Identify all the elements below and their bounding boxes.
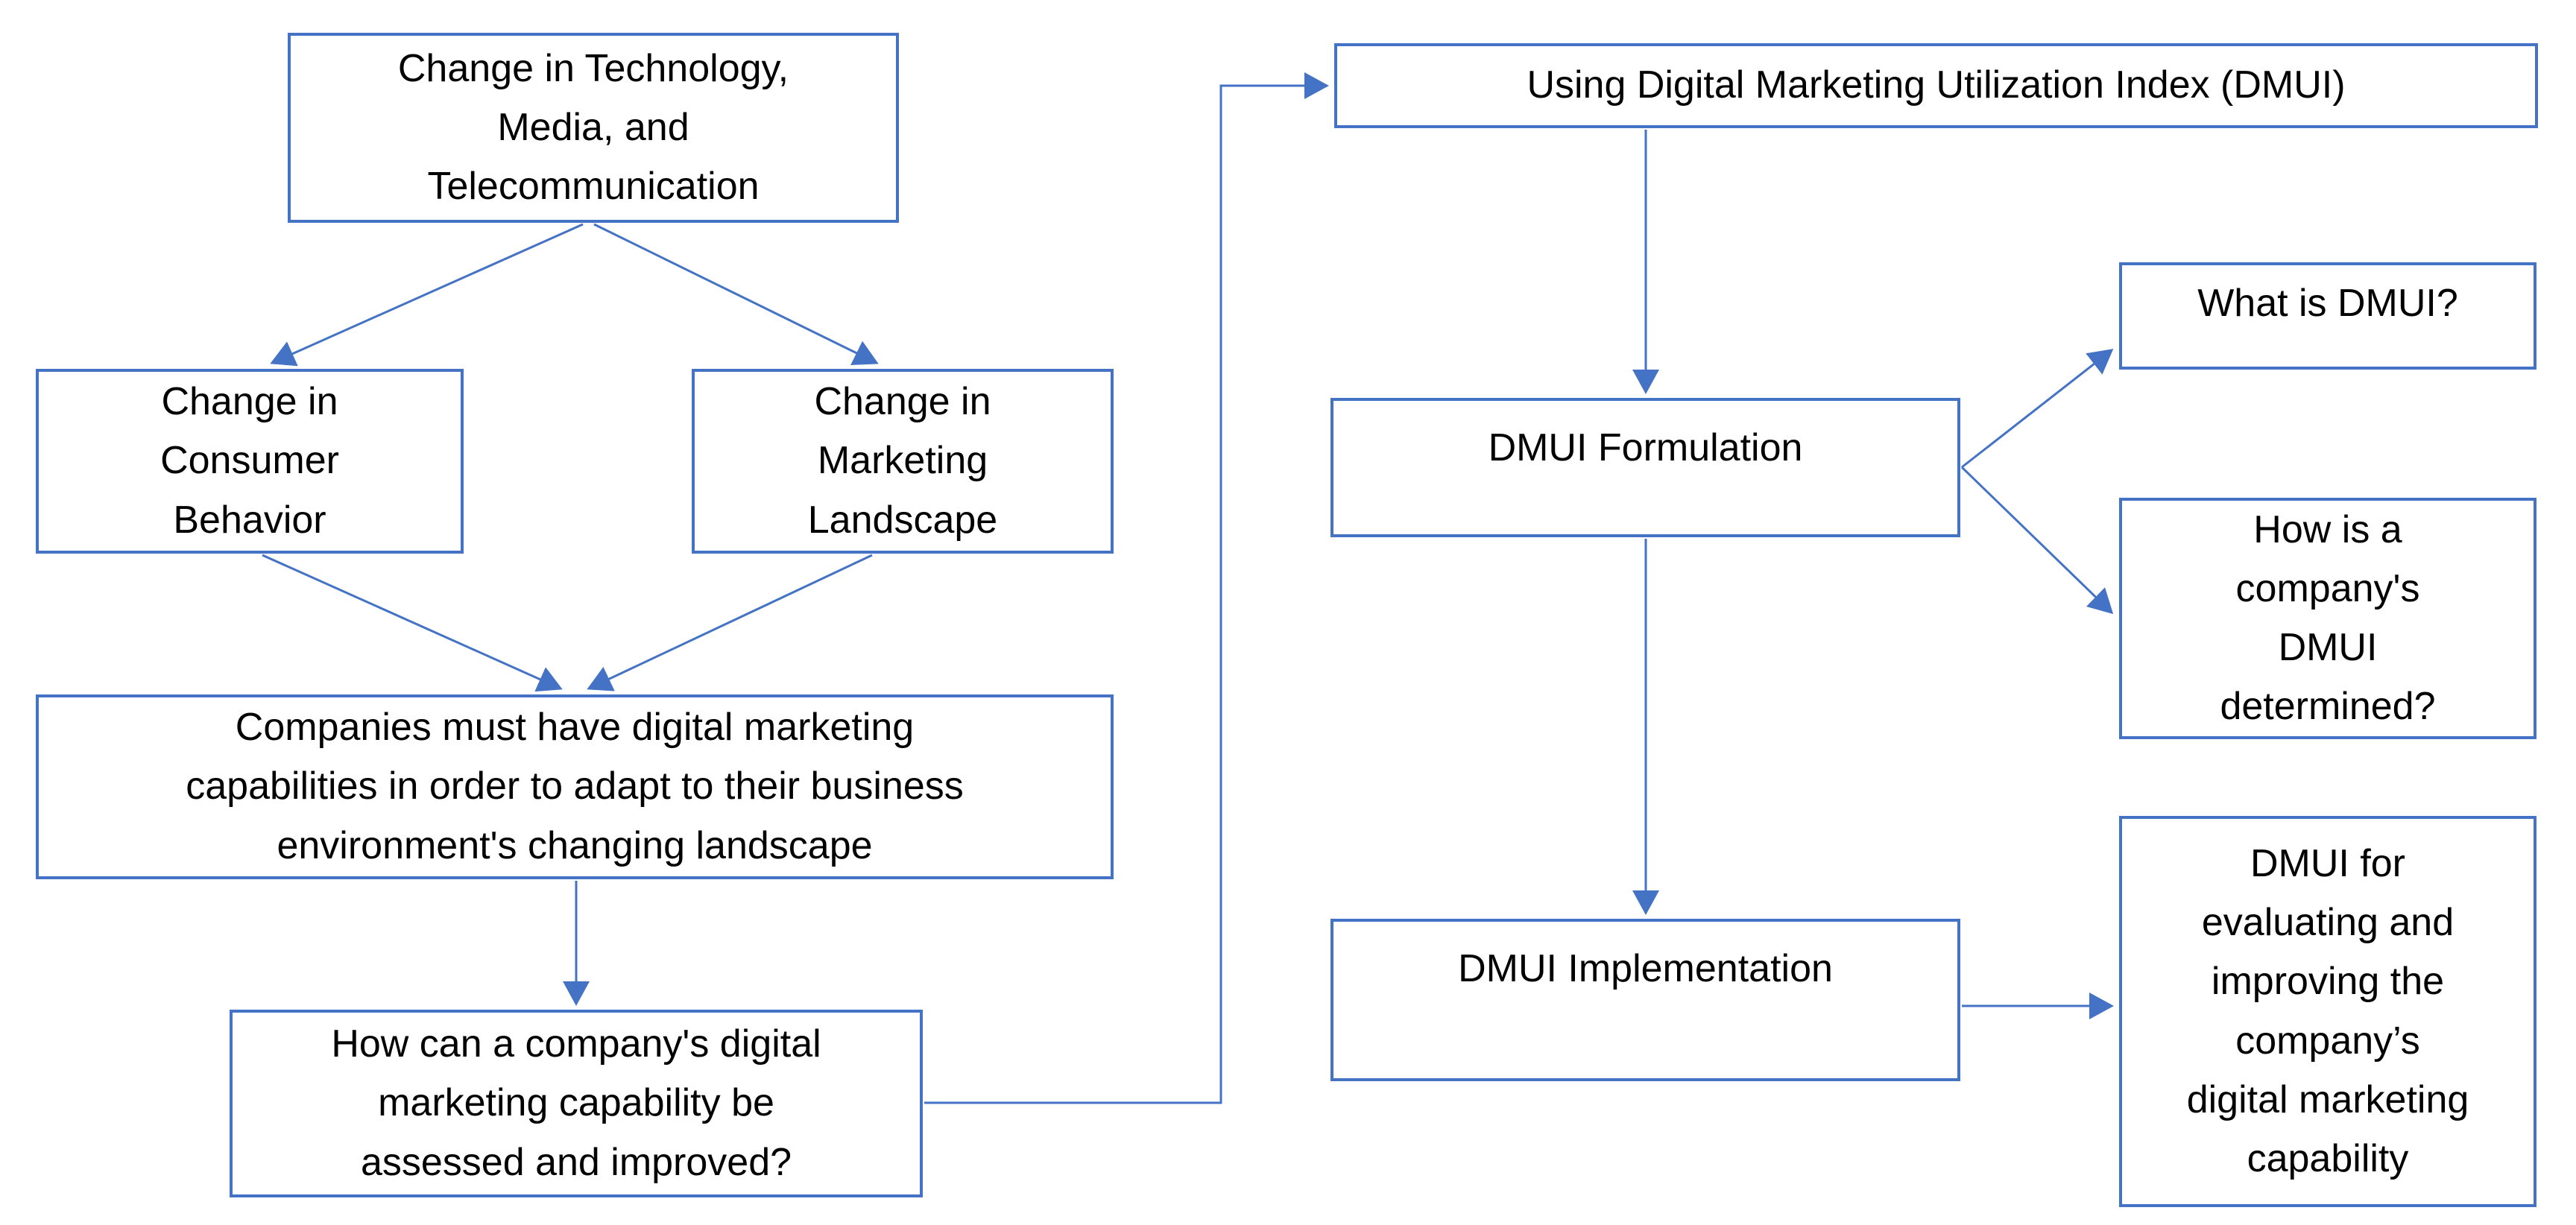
node-label: What is DMUI? [2197,282,2458,325]
connector-how-assess-to-using-dmui [924,72,1329,1104]
node-using-dmui: Using Digital Marketing Utilization Inde… [1334,43,2538,128]
connector-marketing-landscape-to-companies [587,554,873,691]
node-label: Change in Consumer Behavior [160,380,339,542]
node-label: How can a company's digital marketing ca… [331,1022,821,1184]
node-how-assess-improve: How can a company's digital marketing ca… [230,1010,923,1197]
connector-consumer-behavior-to-companies [262,554,563,692]
node-what-is-dmui: What is DMUI? [2119,262,2536,370]
node-change-consumer-behavior: Change in Consumer Behavior [36,369,464,554]
connector-formulation-to-how-determined [1960,466,2114,615]
node-dmui-evaluating-improving: DMUI for evaluating and improving the co… [2119,816,2536,1207]
node-label: Change in Marketing Landscape [807,380,998,542]
node-how-dmui-determined: How is a company's DMUI determined? [2119,498,2536,739]
node-change-technology: Change in Technology, Media, and Telecom… [288,33,899,223]
node-dmui-implementation: DMUI Implementation [1330,919,1960,1081]
node-companies-digital-capabilities: Companies must have digital marketing ca… [36,694,1114,879]
node-label: DMUI Implementation [1458,947,1833,990]
node-label: DMUI Formulation [1488,426,1803,469]
connector-technology-to-consumer-behavior [270,223,584,367]
connector-formulation-to-what-is-dmui [1961,349,2114,469]
node-change-marketing-landscape: Change in Marketing Landscape [692,369,1114,554]
connector-technology-to-marketing-landscape [593,223,879,365]
node-label: Companies must have digital marketing ca… [186,706,964,867]
node-label: DMUI for evaluating and improving the co… [2186,842,2469,1180]
node-label: How is a company's DMUI determined? [2220,507,2436,729]
node-dmui-formulation: DMUI Formulation [1330,398,1960,537]
node-label: Change in Technology, Media, and Telecom… [397,46,789,209]
node-label: Using Digital Marketing Utilization Inde… [1527,63,2346,107]
